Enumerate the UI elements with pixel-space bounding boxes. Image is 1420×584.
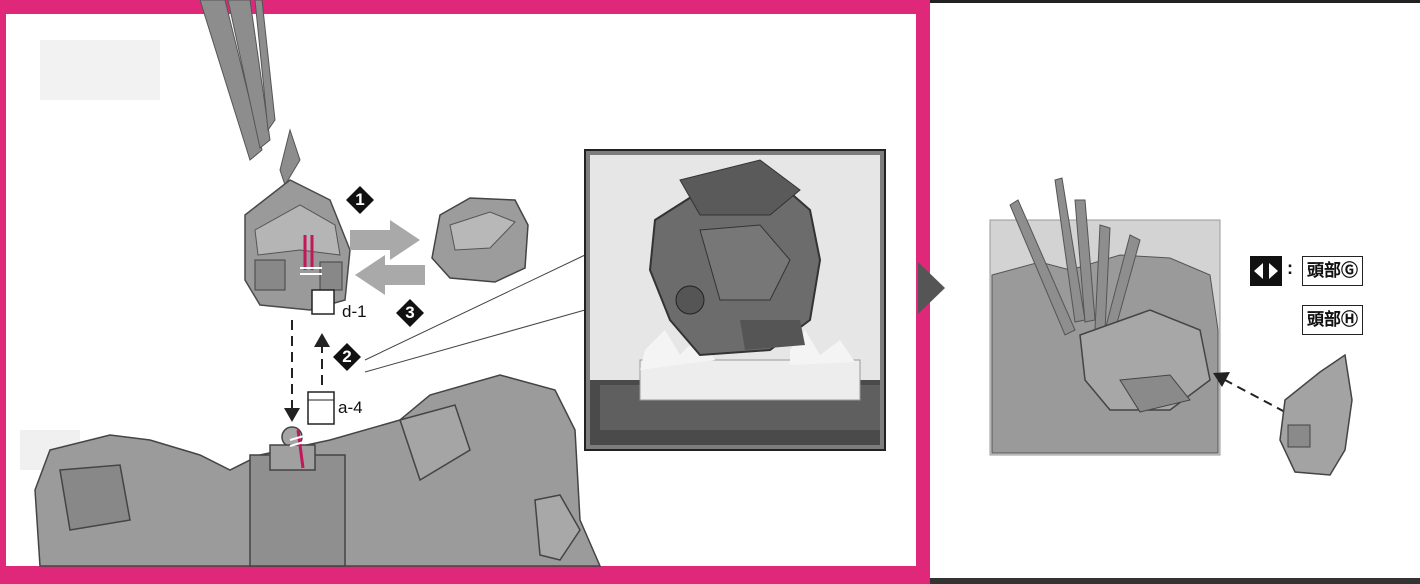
frame-left xyxy=(0,0,6,584)
step-2-badge: 2 xyxy=(332,342,362,372)
right-assembly xyxy=(990,178,1220,455)
step-1-badge: 1 xyxy=(345,185,375,215)
step-2-number: 2 xyxy=(332,342,362,372)
face-part xyxy=(432,198,528,282)
part-label-a4: a-4 xyxy=(338,398,363,418)
arrow-step1 xyxy=(350,220,420,260)
frame-top xyxy=(0,0,930,14)
next-step-arrow xyxy=(918,262,945,314)
dashed-arrow-right xyxy=(1225,380,1285,412)
arrow-step3 xyxy=(355,255,425,295)
frame-bottom xyxy=(0,566,930,584)
step-1-number: 1 xyxy=(345,185,375,215)
option-head-g: 頭部Ⓖ xyxy=(1302,256,1363,286)
step-3-number: 3 xyxy=(395,298,425,328)
head-part xyxy=(245,180,350,314)
option-head-h: 頭部Ⓗ xyxy=(1302,305,1363,335)
legend-colon: : xyxy=(1287,258,1293,279)
step-3-badge: 3 xyxy=(395,298,425,328)
connector-d1 xyxy=(312,290,334,314)
face-part-right xyxy=(1280,355,1352,475)
part-label-d1: d-1 xyxy=(342,302,367,322)
swap-arrows-icon xyxy=(1250,256,1282,286)
connector-a4 xyxy=(308,392,334,424)
v-fin xyxy=(200,0,300,185)
photo-inset xyxy=(585,150,885,450)
